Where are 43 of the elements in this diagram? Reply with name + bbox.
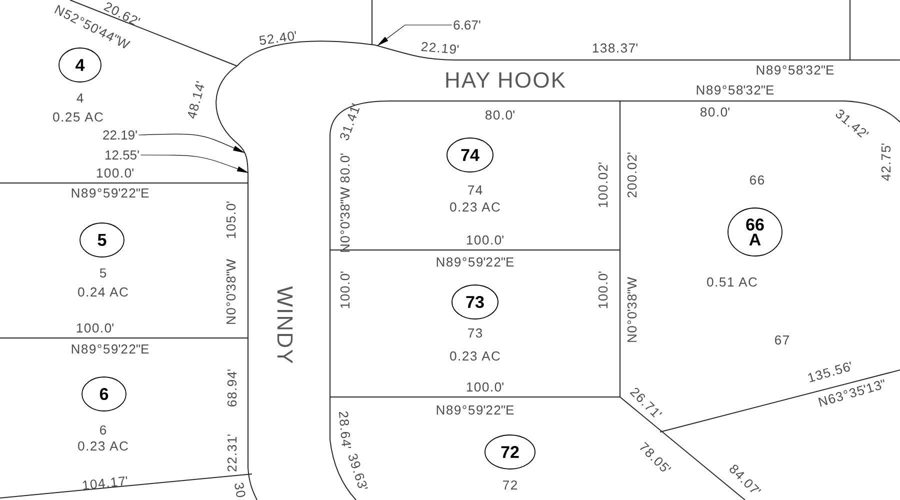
plat-label: 80.0' (340, 154, 350, 182)
plat-label: 80.0' (486, 110, 514, 120)
plat-label: N89°58'32"E (756, 65, 834, 75)
plat-label: 67 (775, 335, 789, 345)
plat-label: 22.31' (227, 434, 237, 472)
plat-label: 80.0' (700, 107, 730, 117)
street-name: WINDY (277, 286, 293, 364)
plat-label: 28.64' (338, 412, 352, 448)
plat-label: 74 (468, 186, 482, 194)
dimension-label: 6.67' (454, 20, 480, 30)
plat-label: 52.40' (260, 31, 296, 45)
plat-label: 0.24 AC (78, 287, 128, 297)
plat-label: 48.14' (188, 81, 204, 119)
plat-label: 0.23 AC (450, 351, 500, 361)
plat-label: 30 (234, 482, 246, 498)
plat-label: 0.51 AC (707, 277, 757, 287)
plat-label: N0°0'38"W (226, 259, 236, 324)
plat-label: 100.0' (598, 272, 608, 308)
plat-label: 100.0' (76, 323, 114, 333)
plat-label: 104.17' (83, 476, 127, 490)
plat-label: 0.25 AC (53, 112, 103, 122)
plat-label: N0°0'38"W (627, 277, 637, 342)
plat-label: 100.0' (340, 272, 350, 308)
plat-label: 31.41' (340, 103, 360, 140)
plat-label: 105.0' (226, 202, 236, 238)
plat-label: 100.0' (466, 382, 504, 392)
plat-label: 0.23 AC (450, 202, 500, 212)
plat-label: 0.23 AC (78, 441, 128, 451)
plat-label: 138.37' (592, 43, 638, 53)
dimension-label: 22.19' (103, 130, 137, 140)
dimension-label: 12.55' (106, 150, 139, 160)
plat-label: N89°59'22"E (72, 188, 149, 198)
plat-label: 100.0' (466, 235, 504, 245)
plat-label: 66 (750, 175, 764, 185)
plat-label: N89°58'32"E (696, 85, 774, 95)
plat-label: 39.63' (348, 454, 368, 489)
plat-label: 100.02' (598, 162, 608, 208)
plat-label: N0°0'38"W (340, 187, 350, 252)
plat-label: 22.19' (421, 42, 459, 54)
plat-label: 68.94' (227, 370, 237, 406)
plat-label: 6 (100, 425, 106, 435)
plat-label: 42.75' (881, 144, 891, 181)
plat-label: 200.02' (627, 152, 637, 198)
